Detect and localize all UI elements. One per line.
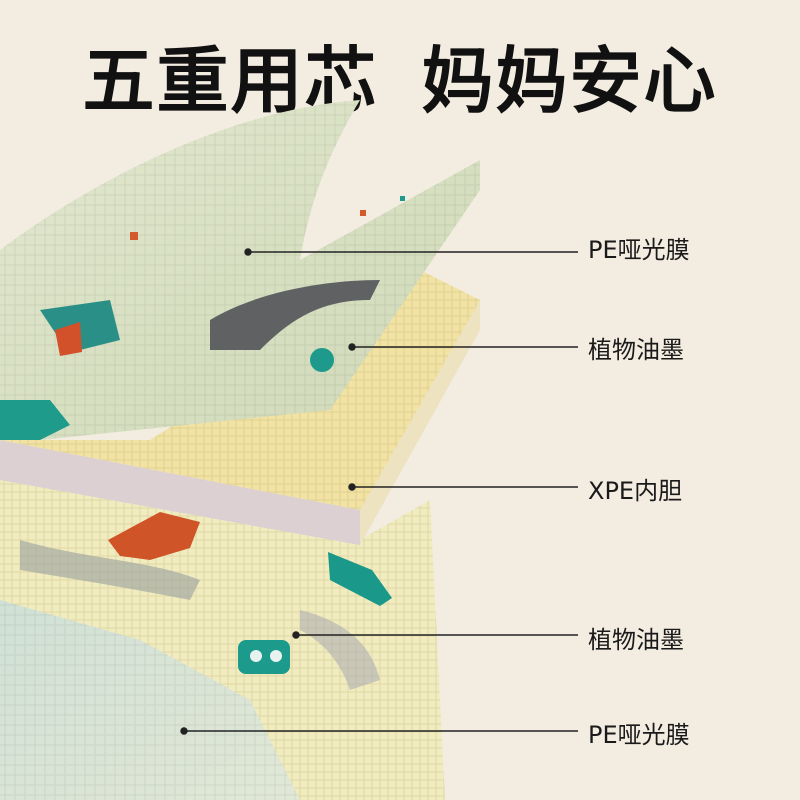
page-title: 五重用芯 妈妈安心: [0, 22, 800, 127]
label-xpe-core: XPE内胆: [588, 477, 683, 505]
leader-lines: [180, 248, 578, 735]
xpe-core-layer: [0, 300, 480, 545]
label-ink-top: 植物油墨: [588, 336, 684, 364]
label-ink-bottom: 植物油墨: [588, 626, 684, 654]
label-pe-film-top: PE哑光膜: [588, 236, 690, 264]
bottom-ink-layer: [0, 480, 445, 800]
label-pe-film-bottom: PE哑光膜: [588, 721, 690, 749]
title-part2: 妈妈安心: [421, 39, 718, 123]
top-pe-film-layer: [0, 100, 480, 440]
